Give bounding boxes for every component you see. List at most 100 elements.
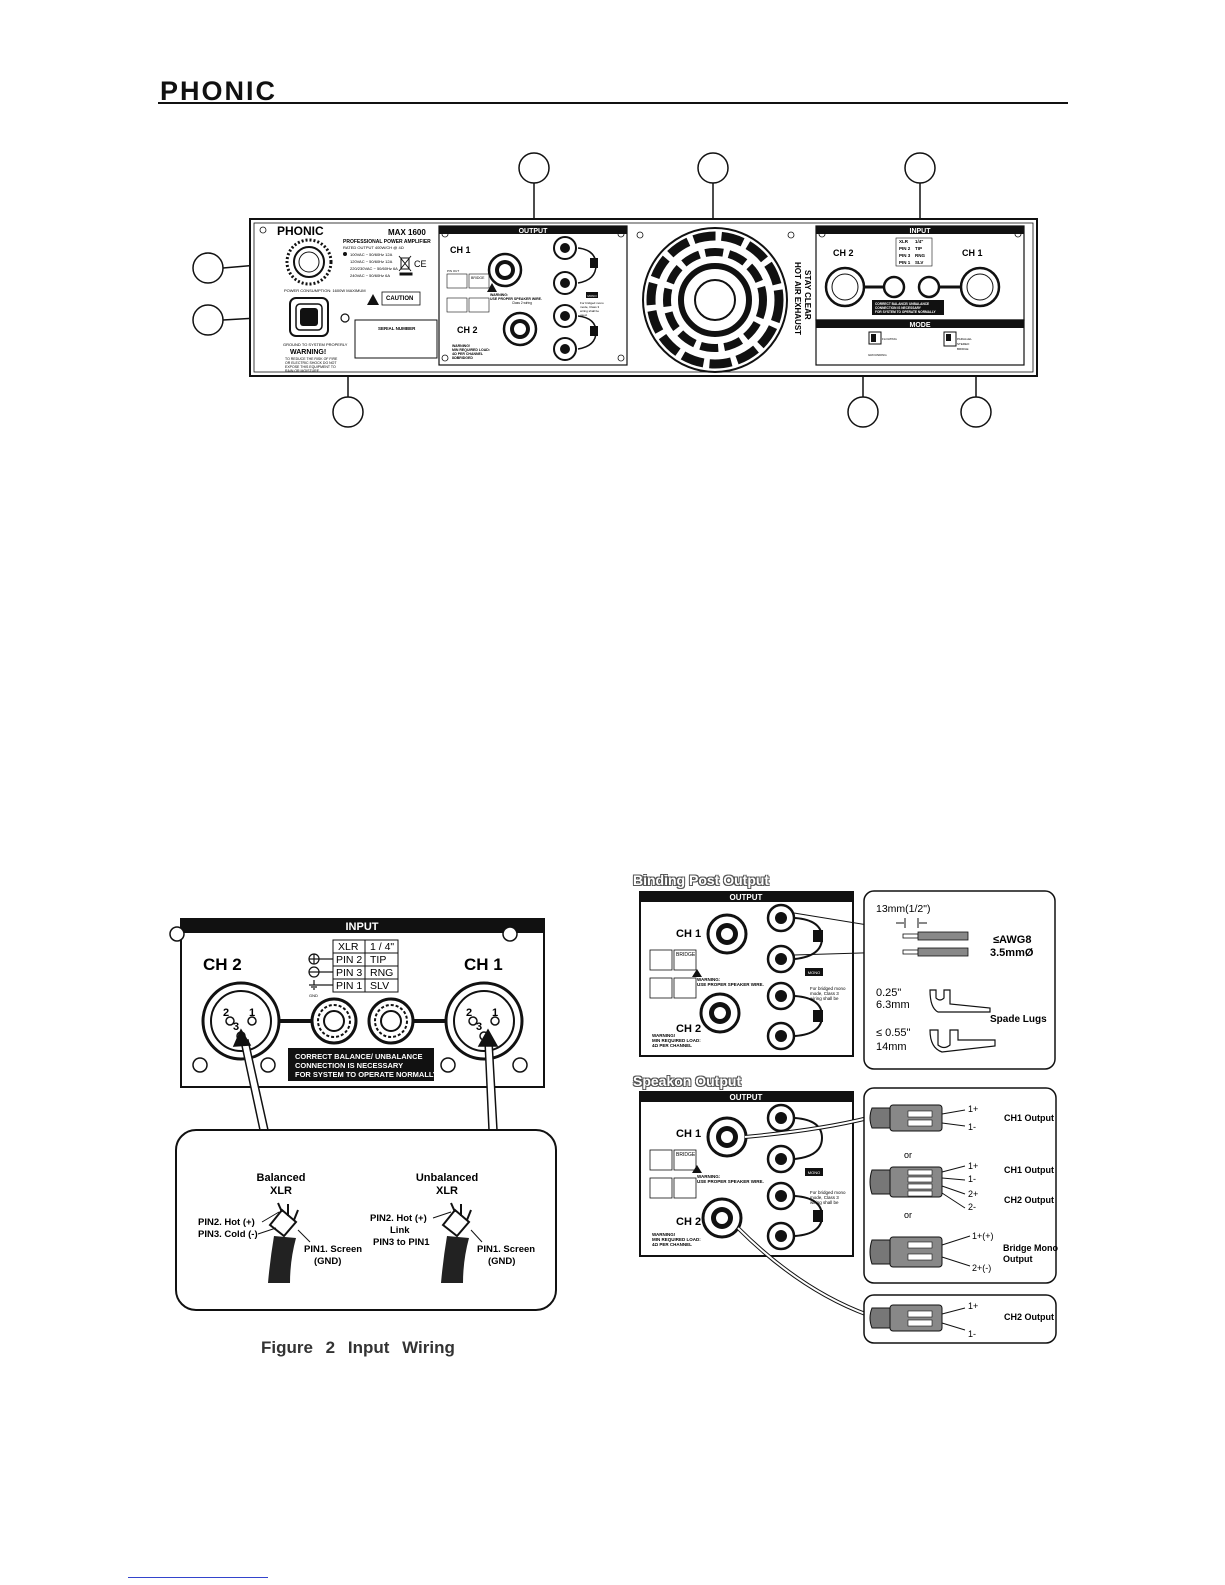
- binding-min-2: MIN REQUIRED LOAD:: [652, 1038, 701, 1043]
- power-consumption: POWER CONSUMPTION: 1600W MAXIMUM: [284, 288, 366, 293]
- ce-mark: CE: [414, 259, 427, 269]
- plug2-label-ch2: CH2 Output: [1004, 1195, 1054, 1205]
- ground-text: GROUND TO SYSTEM PROPERLY: [283, 342, 348, 347]
- bridge-label: BRIDGE: [471, 276, 485, 280]
- serial-box: [354, 319, 438, 359]
- weee-icon: [398, 255, 413, 276]
- plug-ch1-icon: [869, 1104, 966, 1132]
- svg-text:1: 1: [249, 1007, 255, 1019]
- rear-panel-diagram: PHONIC MAX 1600 PROFESSIONAL POWER AMPLI…: [192, 152, 1038, 428]
- min-load-2: MIN REQUIRED LOAD:: [452, 348, 490, 352]
- bal-screen-2: (GND): [314, 1256, 341, 1267]
- svg-text:2: 2: [223, 1007, 229, 1019]
- lug1-mm: 6.3mm: [876, 999, 910, 1011]
- pin-row-1-a: PIN 2: [899, 246, 911, 251]
- speakon-ch1: CH 1: [676, 1128, 701, 1140]
- binding-min-3: 4Ω PER CHANNEL: [652, 1043, 692, 1048]
- balanced-xlr: XLR: [270, 1185, 292, 1197]
- fig2-note-1: CORRECT BALANCE/ UNBALANCE: [295, 1052, 423, 1061]
- warning-title: WARNING!: [290, 349, 326, 356]
- binding-ch1: CH 1: [676, 928, 701, 940]
- balanced-title: Balanced: [257, 1172, 306, 1184]
- svg-text:1: 1: [492, 1007, 498, 1019]
- mono-label: MONO: [587, 294, 597, 298]
- pin-row-3-a: PIN 1: [899, 260, 911, 265]
- mode-title: MODE: [910, 322, 931, 329]
- fig2-ch2: CH 2: [203, 955, 242, 974]
- binding-min-1: WARNING!: [652, 1033, 676, 1038]
- svg-text:2: 2: [466, 1007, 472, 1019]
- ground-lift-switch: [871, 334, 876, 342]
- footer-link-line: [128, 1577, 268, 1578]
- speakon-min-3: 4Ω PER CHANNEL: [652, 1242, 692, 1247]
- plug1-label: CH1 Output: [1004, 1113, 1054, 1123]
- warning-line-1: TO REDUCE THE RISK OF FIRE: [285, 357, 338, 361]
- speakon-note-3: wiring shall be: [810, 1200, 839, 1205]
- ground-terminal-icon: [340, 313, 350, 323]
- bridge-note-2: mode, Class 3: [580, 305, 600, 309]
- plug3-label-1: Bridge Mono: [1003, 1243, 1058, 1253]
- bridge-note-3: wiring shall be: [580, 309, 599, 313]
- binding-bridge: BRIDGE: [676, 952, 696, 958]
- voltage-3: 220/230VAC ~ 50/60Hz 6A: [350, 266, 398, 271]
- plug3-t1: 1+(+): [972, 1231, 994, 1241]
- serial-label: SERIAL NUMBER: [378, 326, 416, 331]
- plug1-t1: 1+: [968, 1104, 978, 1114]
- speakon-output-title: OUTPUT: [730, 1093, 763, 1102]
- caution-triangle-icon: [367, 294, 379, 305]
- panel-brand: PHONIC: [277, 224, 324, 238]
- speakon-ch2: CH 2: [676, 1216, 701, 1228]
- fan-grille-icon: [642, 227, 788, 373]
- input-note-2: CONNECTION IS NECESSARY: [875, 306, 922, 310]
- plug3-label-2: Output: [1003, 1254, 1033, 1264]
- fig2-quarter: 1 / 4": [370, 941, 394, 953]
- parallel-label: PARALLEL: [957, 337, 972, 341]
- callout-input: [904, 152, 936, 184]
- fig2-ch1: CH 1: [464, 955, 503, 974]
- binding-ch2: CH 2: [676, 1023, 701, 1035]
- fig2-note-box: [288, 1048, 434, 1081]
- panel-model: MAX 1600: [388, 228, 426, 237]
- pin-row-2-a: PIN 3: [899, 253, 911, 258]
- screw-icons: [169, 926, 528, 1073]
- speakon-min-1: WARNING!: [652, 1232, 676, 1237]
- plug-ch12-icon: [869, 1165, 966, 1209]
- plug-bridge-icon: [869, 1235, 971, 1268]
- plug2-t4: 2-: [968, 1202, 976, 1212]
- binding-output-title: OUTPUT: [730, 893, 763, 902]
- input-note-3: FOR SYSTEM TO OPERATE NORMALLY: [875, 310, 937, 314]
- min-load-1: WARNING!: [452, 344, 470, 348]
- fig2-pin-3-a: PIN 1: [336, 980, 362, 992]
- fig2-note-3: FOR SYSTEM TO OPERATE NORMALLY: [295, 1070, 438, 1079]
- or-1: or: [904, 1150, 912, 1160]
- fig2-pin-2-b: RNG: [370, 967, 393, 979]
- plug2-t3: 2+: [968, 1189, 978, 1199]
- fig2-pin-3-b: SLV: [370, 980, 389, 992]
- speakon-plug-box: [863, 1087, 1057, 1284]
- spade-lug-1-icon: [929, 989, 991, 1013]
- voltage-2: 120VAC ~ 50/60Hz 12A: [350, 259, 393, 264]
- speaker-warning-2: USE PROPER SPEAKER WIRE.: [490, 297, 542, 301]
- speaker-warning-1: WARNING:: [490, 293, 508, 297]
- input-xlr: XLR: [899, 239, 909, 244]
- plug-ch2-icon: [869, 1304, 966, 1332]
- plug2-t1: 1+: [968, 1161, 978, 1171]
- binding-warn-1: WARNING:: [697, 977, 721, 982]
- or-2: or: [904, 1210, 912, 1220]
- binding-note-3: wiring shall be: [810, 996, 839, 1001]
- brand-logo: PHONIC: [160, 76, 278, 106]
- min-load-4: 8ΩBRIDGED: [452, 356, 473, 360]
- output-title: OUTPUT: [519, 228, 549, 235]
- speakon-note-1: For bridged mono: [810, 1190, 846, 1195]
- bridge-mode-label: BRIDGE: [957, 347, 969, 351]
- unbal-screen-2: (GND): [488, 1256, 515, 1267]
- svg-text:3: 3: [233, 1021, 239, 1033]
- plug2-t2: 1-: [968, 1174, 976, 1184]
- jack-ch1-icon: [917, 275, 941, 299]
- plug2-label-ch1: CH1 Output: [1004, 1165, 1054, 1175]
- speaker-warning-3: Class 2 wiring: [512, 301, 532, 305]
- floating-label: FLOATING: [882, 337, 897, 341]
- panel-rated: RATED OUTPUT 400W/CH @ 4Ω: [343, 245, 404, 250]
- grounding-label: GROUNDING: [868, 353, 887, 357]
- voltage-4: 240VAC ~ 50/60Hz 6A: [350, 273, 390, 278]
